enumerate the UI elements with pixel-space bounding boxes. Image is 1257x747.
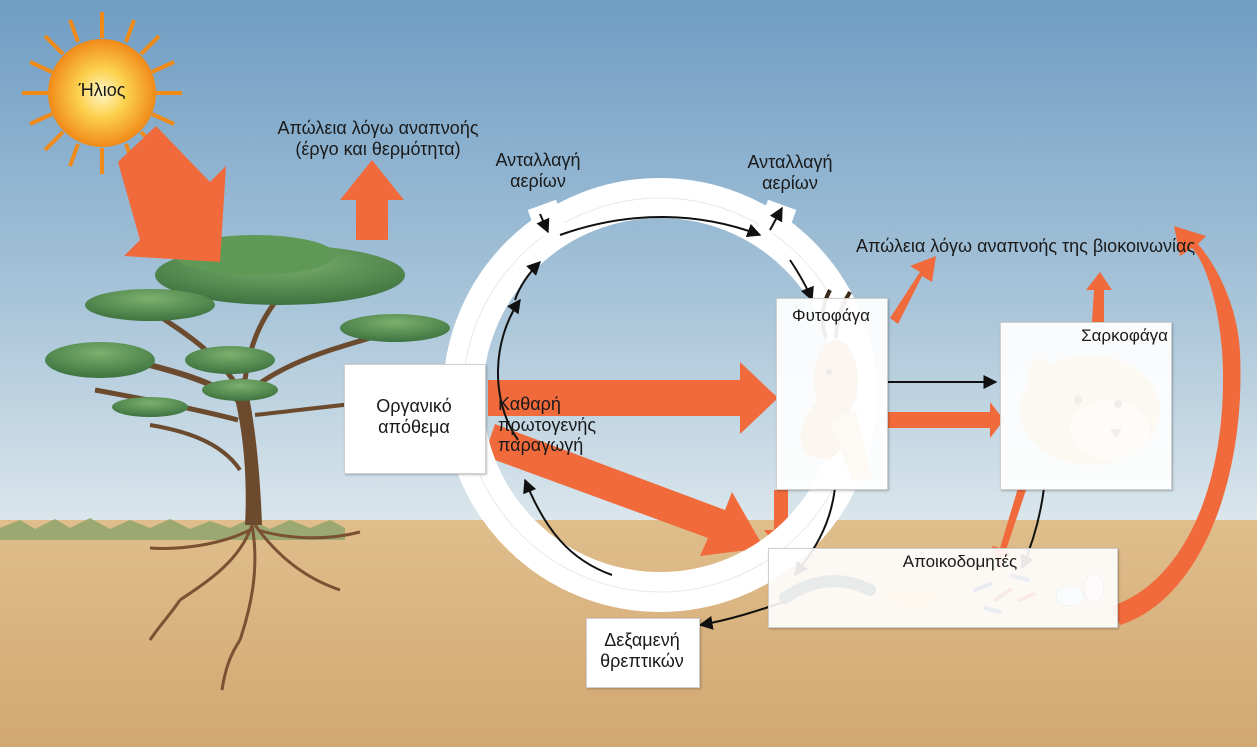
sun-label: Ήλιος <box>62 80 142 101</box>
nutrient-pool-label: Δεξαμενή θρεπτικών <box>586 630 698 671</box>
gas-exchange-right-label: Ανταλλαγή αερίων <box>730 152 850 193</box>
carnivores-label: Σαρκοφάγα <box>1024 326 1168 346</box>
organic-store-label: Οργανικό απόθεμα <box>350 396 478 437</box>
net-primary-production-label: Καθαρή πρωτογενής παραγωγή <box>498 394 628 456</box>
gas-exchange-left-label: Ανταλλαγή αερίων <box>478 150 598 191</box>
herbivores-label: Φυτοφάγα <box>776 306 886 326</box>
decomposers-label: Αποικοδομητές <box>880 552 1040 572</box>
community-respiration-loss-label: Απώλεια λόγω αναπνοής της βιοκοινωνίας <box>856 236 1256 257</box>
carnivores-box <box>1000 322 1172 490</box>
respiration-loss-label: Απώλεια λόγω αναπνοής (έργο και θερμότητ… <box>248 118 508 159</box>
herbivores-box <box>776 298 888 490</box>
